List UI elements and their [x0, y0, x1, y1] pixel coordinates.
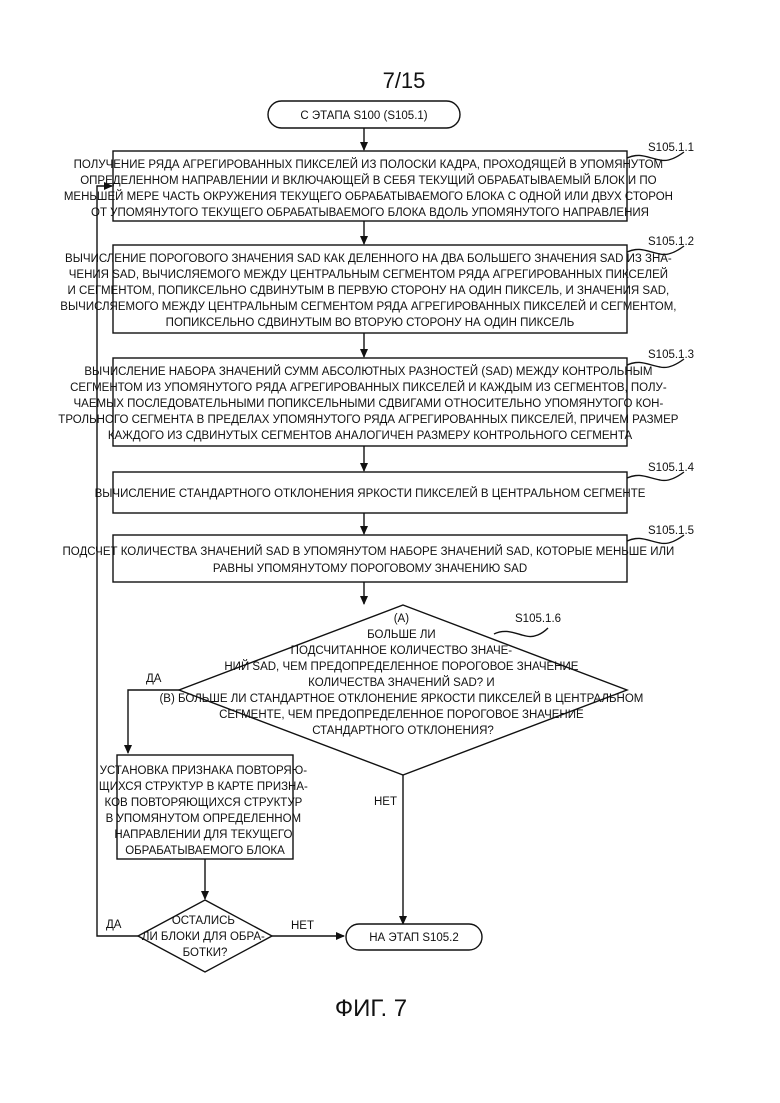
- decision-text-line: СЕГМЕНТЕ, ЧЕМ ПРЕДОПРЕДЕЛЕННОЕ ПОРОГОВОЕ…: [219, 709, 584, 721]
- loop-no-label: НЕТ: [291, 920, 314, 932]
- step-text-line: МЕНЬШЕЙ МЕРЕ ЧАСТЬ ОКРУЖЕНИЯ ТЕКУЩЕГО ОБ…: [64, 190, 673, 203]
- set-flag-line: ОБРАБАТЫВАЕМОГО БЛОКА: [125, 845, 285, 857]
- loop-text-line: ЛИ БЛОКИ ДЛЯ ОБРА-: [142, 931, 265, 943]
- step-text-line: ВЫЧИСЛЕНИЕ СТАНДАРТНОГО ОТКЛОНЕНИЯ ЯРКОС…: [95, 487, 646, 500]
- step-id-s105-1-6: S105.1.6: [515, 613, 561, 625]
- step-text-s105-1-3: ВЫЧИСЛЕНИЕ НАБОРА ЗНАЧЕНИЙ СУММ АБСОЛЮТН…: [58, 365, 681, 442]
- step-text-line: ПОДСЧЕТ КОЛИЧЕСТВА ЗНАЧЕНИЙ SAD В УПОМЯН…: [63, 545, 675, 558]
- step-text-line: ПОЛУЧЕНИЕ РЯДА АГРЕГИРОВАННЫХ ПИКСЕЛЕЙ И…: [74, 158, 664, 171]
- set-flag-line: УСТАНОВКА ПРИЗНАКА ПОВТОРЯЮ-: [100, 765, 308, 777]
- start-terminal-label: С ЭТАПА S100 (S105.1): [300, 110, 427, 122]
- decision-text-line: НИЙ SAD, ЧЕМ ПРЕДОПРЕДЕЛЕННОЕ ПОРОГОВОЕ …: [224, 660, 578, 673]
- step-text-s105-1-4: ВЫЧИСЛЕНИЕ СТАНДАРТНОГО ОТКЛОНЕНИЯ ЯРКОС…: [95, 487, 646, 500]
- step-id-s105-1-2: S105.1.2: [648, 236, 694, 248]
- step-text-line: ВЫЧИСЛЕНИЕ ПОРОГОВОГО ЗНАЧЕНИЯ SAD КАК Д…: [65, 253, 672, 265]
- loop-yes-label: ДА: [106, 919, 122, 931]
- step-text-line: КАЖДОГО ИЗ СДВИНУТЫХ СЕГМЕНТОВ АНАЛОГИЧЕ…: [108, 430, 633, 442]
- figure-label: ФИГ. 7: [335, 995, 407, 1022]
- decision-text-line: СТАНДАРТНОГО ОТКЛОНЕНИЯ?: [312, 725, 494, 737]
- step-text-line: ЧАЕМЫХ ПОСЛЕДОВАТЕЛЬНЫМИ ПОПИКСЕЛЬНЫМИ С…: [73, 398, 663, 410]
- set-flag-line: ЩИХСЯ СТРУКТУР В КАРТЕ ПРИЗНА-: [99, 781, 308, 793]
- loop-text-line: ОСТАЛИСЬ: [172, 915, 235, 927]
- loop-text-line: БОТКИ?: [183, 947, 228, 959]
- decision-text-line: (А): [394, 613, 410, 625]
- step-id-s105-1-5: S105.1.5: [648, 525, 694, 537]
- step-text-line: ВЫЧИСЛЯЕМОГО МЕЖДУ ЦЕНТРАЛЬНЫМ СЕГМЕНТОМ…: [60, 300, 676, 313]
- loop-text: ОСТАЛИСЬ ЛИ БЛОКИ ДЛЯ ОБРА- БОТКИ?: [142, 915, 268, 959]
- set-flag-line: НАПРАВЛЕНИИ ДЛЯ ТЕКУЩЕГО: [114, 829, 292, 841]
- step-id-s105-1-3: S105.1.3: [648, 349, 694, 361]
- step-text-line: ОПРЕДЕЛЕННОМ НАПРАВЛЕНИИ И ВКЛЮЧАЮЩЕЙ В …: [80, 174, 656, 187]
- decision-text-line: (В) БОЛЬШЕ ЛИ СТАНДАРТНОЕ ОТКЛОНЕНИЕ ЯРК…: [159, 692, 643, 705]
- step-text-line: ВЫЧИСЛЕНИЕ НАБОРА ЗНАЧЕНИЙ СУММ АБСОЛЮТН…: [84, 365, 652, 378]
- step-text-line: ЧЕНИЯ SAD, ВЫЧИСЛЯЕМОГО МЕЖДУ ЦЕНТРАЛЬНЫ…: [69, 268, 668, 281]
- step-id-s105-1-4: S105.1.4: [648, 462, 695, 474]
- step-text-line: РАВНЫ УПОМЯНУТОМУ ПОРОГОВОМУ ЗНАЧЕНИЮ SA…: [213, 563, 527, 575]
- decision-yes-label: ДА: [146, 673, 162, 685]
- set-flag-line: КОВ ПОВТОРЯЮЩИХСЯ СТРУКТУР: [105, 797, 303, 809]
- page-number: 7/15: [383, 68, 426, 93]
- step-text-line: ТРОЛЬНОГО СЕГМЕНТА В ПРЕДЕЛАХ УПОМЯНУТОГ…: [58, 413, 679, 426]
- step-text-line: СЕГМЕНТОМ ИЗ УПОМЯНУТОГО РЯДА АГРЕГИРОВА…: [70, 381, 667, 394]
- decision-no-label: НЕТ: [374, 796, 397, 808]
- step-text-line: ОТ УПОМЯНУТОГО ТЕКУЩЕГО ОБРАБАТЫВАЕМОГО …: [91, 207, 649, 219]
- decision-text-line: ПОДСЧИТАННОЕ КОЛИЧЕСТВО ЗНАЧЕ-: [291, 645, 513, 657]
- step-id-s105-1-1: S105.1.1: [648, 142, 694, 154]
- set-flag-line: В УПОМЯНУТОМ ОПРЕДЕЛЕННОМ: [106, 813, 301, 825]
- step-text-line: ПОПИКСЕЛЬНО СДВИНУТЫМ ВО ВТОРУЮ СТОРОНУ …: [166, 317, 575, 329]
- end-terminal-label: НА ЭТАП S105.2: [369, 932, 459, 944]
- decision-text-line: КОЛИЧЕСТВА ЗНАЧЕНИЙ SAD? И: [308, 676, 495, 689]
- leader-s105-1-6: [494, 628, 548, 637]
- decision-text-line: БОЛЬШЕ ЛИ: [367, 629, 436, 641]
- step-text-line: И СЕГМЕНТОМ, ПОПИКСЕЛЬНО СДВИНУТЫМ В ПЕР…: [68, 285, 670, 297]
